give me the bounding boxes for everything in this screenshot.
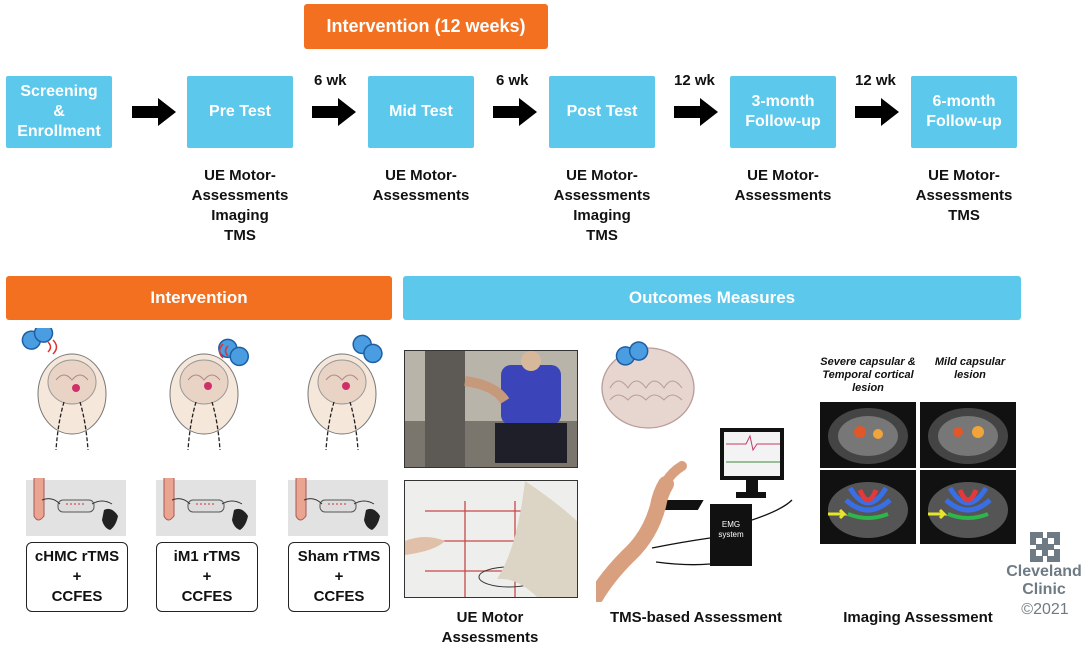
condition-sham-rtms-ccfes: Sham rTMS + CCFES (288, 542, 390, 612)
ue-motor-assessments-caption: UE Motor Assessments (441, 609, 539, 646)
condition-im1-rtms-ccfes: iM1 rTMS + CCFES (156, 542, 258, 612)
stage-pre-test: Pre Test (187, 76, 293, 148)
stage-screening-enrollment: Screening & Enrollment (6, 76, 112, 148)
copyright-text: ©2021 (1021, 601, 1069, 618)
intervention-header: Intervention (6, 276, 392, 320)
assessment-6-month: UE Motor- Assessments TMS (915, 167, 1013, 224)
brain-mri-image (820, 402, 916, 468)
intervention-duration-banner: Intervention (12 weeks) (304, 4, 548, 49)
tms-based-assessment-caption: TMS-based Assessment (609, 609, 782, 626)
tms-assessment-illustration (588, 340, 816, 604)
logo-line-2: Clinic (1022, 581, 1066, 598)
stage-3-month-follow-up: 3-month Follow-up (730, 76, 836, 148)
intervention-column-im1 (142, 328, 266, 452)
emg-system-label: EMG system (718, 520, 744, 539)
arrow-right-icon (312, 98, 356, 126)
arrow-right-icon (674, 98, 718, 126)
assessment-mid-test: UE Motor- Assessments (372, 167, 470, 204)
cleveland-clinic-name: Cleveland Clinic (1004, 563, 1084, 599)
head-brain-coil-illustration (169, 338, 250, 451)
intervention-column-chmc (4, 323, 128, 452)
intervention-column-sham (280, 328, 404, 452)
imaging-assessment-caption: Imaging Assessment (843, 609, 993, 626)
arrow-right-icon (132, 98, 176, 126)
head-brain-coil-illustration (21, 323, 107, 451)
condition-chmc-rtms-ccfes: cHMC rTMS + CCFES (26, 542, 128, 612)
stage-mid-test: Mid Test (368, 76, 474, 148)
assessment-3-month: UE Motor- Assessments (734, 167, 832, 204)
interval-label: 6 wk (496, 72, 529, 89)
imaging-label-mild: Mild capsular lesion (934, 356, 1006, 381)
ue-assessment-photo-1 (404, 350, 578, 468)
arrow-right-icon (855, 98, 899, 126)
interval-label: 6 wk (314, 72, 347, 89)
tractography-image (820, 470, 916, 544)
cleveland-clinic-logo-icon (1030, 532, 1060, 562)
ccfes-device-illustration (288, 460, 388, 536)
interval-label: 12 wk (674, 72, 715, 89)
interval-label: 12 wk (855, 72, 896, 89)
logo-line-1: Cleveland (1006, 563, 1082, 580)
arrow-right-icon (493, 98, 537, 126)
ccfes-device-illustration (156, 460, 256, 536)
imaging-label-severe: Severe capsular & Temporal cortical lesi… (820, 356, 916, 394)
head-brain-coil-illustration (307, 334, 383, 451)
stage-post-test: Post Test (549, 76, 655, 148)
assessment-post-test: UE Motor- Assessments Imaging TMS (553, 167, 651, 244)
tractography-image (920, 470, 1016, 544)
outcomes-measures-header: Outcomes Measures (403, 276, 1021, 320)
assessment-pre-test: UE Motor- Assessments Imaging TMS (191, 167, 289, 244)
ue-assessment-photo-2 (404, 480, 578, 598)
brain-mri-image (920, 402, 1016, 468)
stage-6-month-follow-up: 6-month Follow-up (911, 76, 1017, 148)
ccfes-device-illustration (26, 460, 126, 536)
